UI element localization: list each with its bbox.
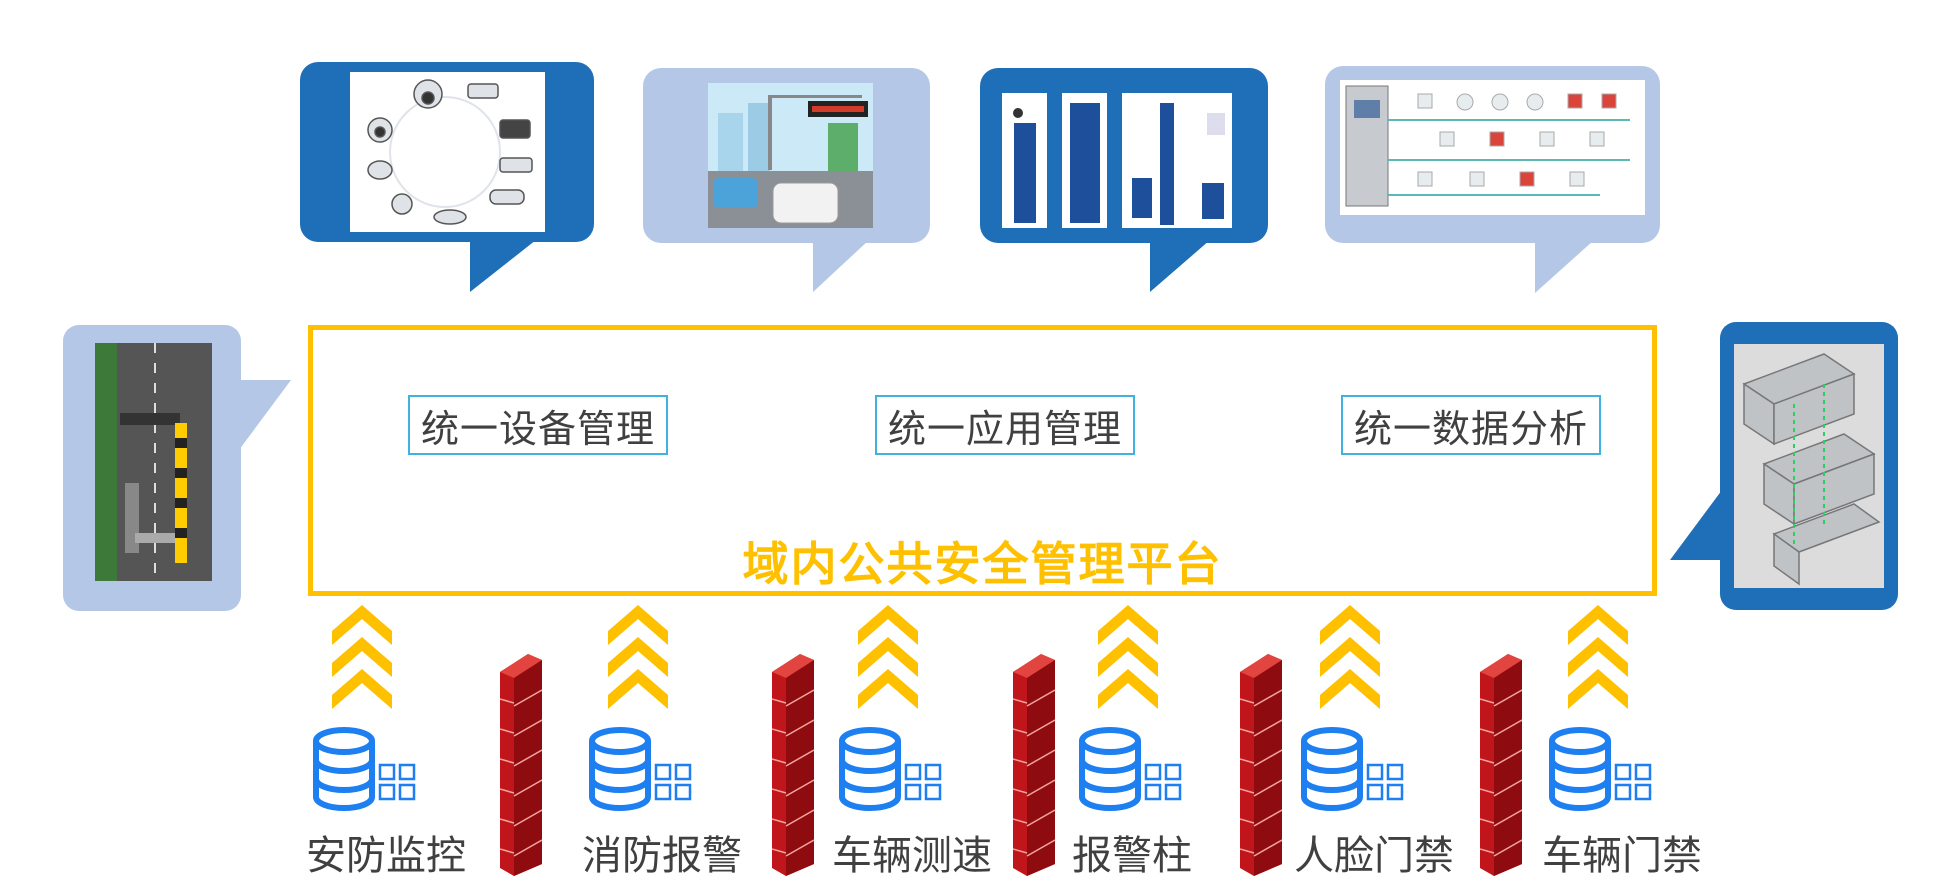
alarm-pillar-image [1002, 93, 1250, 228]
database-icon [589, 727, 692, 811]
firewall-icon-4 [1480, 654, 1522, 876]
bubble-vehicle-gate [63, 325, 291, 611]
firewall-icon-0 [500, 654, 542, 876]
system-label: 车辆门禁 [1542, 833, 1702, 879]
database-icon [313, 727, 416, 811]
database-icon [1079, 727, 1182, 811]
system-item-5: 车辆门禁 [1542, 605, 1728, 885]
system-item-1: 消防报警 [582, 605, 768, 885]
system-label: 人脸门禁 [1294, 833, 1454, 879]
bubble-fire-alarm [1325, 66, 1660, 293]
traffic-camera-image [708, 83, 873, 228]
turnstile-image [1734, 344, 1884, 588]
database-icon [839, 727, 942, 811]
system-label: 报警柱 [1072, 833, 1192, 879]
bubble-alarm-pillar [980, 68, 1268, 292]
fire-alarm-diagram-image [1340, 80, 1645, 215]
system-item-4: 人脸门禁 [1294, 605, 1480, 885]
database-icon [1549, 727, 1652, 811]
function-application-management: 统一应用管理 [875, 395, 1135, 455]
system-item-0: 安防监控 [306, 605, 492, 885]
chevron-up-icon [332, 605, 392, 709]
chevron-up-icon [1320, 605, 1380, 709]
chevron-up-icon [858, 605, 918, 709]
system-item-2: 车辆测速 [832, 605, 1018, 885]
parking-gate-image [95, 343, 212, 581]
chevron-up-icon [1568, 605, 1628, 709]
system-label: 车辆测速 [832, 833, 992, 879]
database-icon [1301, 727, 1404, 811]
platform-title: 域内公共安全管理平台 [742, 537, 1223, 591]
function-device-management: 统一设备管理 [408, 395, 668, 455]
bubble-traffic-speed [643, 68, 930, 292]
firewall-icon-2 [1013, 654, 1055, 876]
system-label: 消防报警 [582, 833, 742, 879]
system-label: 安防监控 [306, 833, 466, 879]
chevron-up-icon [1098, 605, 1158, 709]
firewall-icon-3 [1240, 654, 1282, 876]
function-data-analysis: 统一数据分析 [1341, 395, 1601, 455]
bubble-face-turnstile [1670, 322, 1898, 610]
chevron-up-icon [608, 605, 668, 709]
system-item-3: 报警柱 [1072, 605, 1258, 885]
firewall-icon-1 [772, 654, 814, 876]
platform-box: 统一设备管理 统一应用管理 统一数据分析 域内公共安全管理平台 [308, 325, 1657, 596]
camera-collection-image [350, 72, 545, 232]
bubble-security-cameras [300, 62, 594, 292]
